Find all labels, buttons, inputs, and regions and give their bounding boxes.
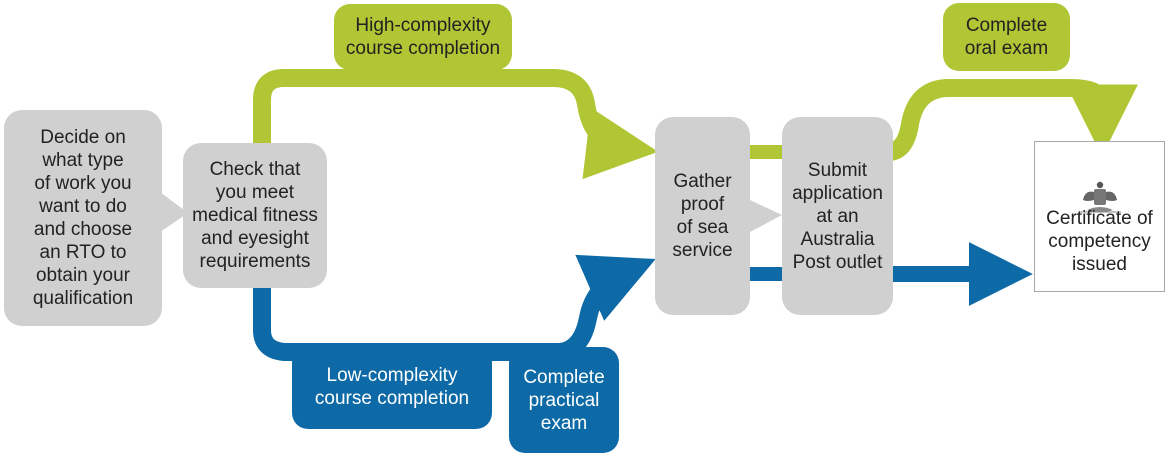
certificate-label: Certificate of competency issued: [1046, 208, 1153, 275]
practical-exam-step: Complete practical exam: [509, 347, 619, 453]
certificate-step: Certificate of competency issued: [1034, 141, 1165, 292]
high-complexity-step: High-complexity course completion: [334, 4, 512, 70]
decide-step: Decide on what type of work you want to …: [4, 110, 162, 326]
submit-application-step: Submit application at an Australia Post …: [782, 117, 893, 315]
low-complexity-path: [253, 254, 656, 361]
high-complexity-path: [253, 69, 659, 180]
decide-pointer: [160, 192, 188, 232]
gather-pointer: [750, 200, 782, 232]
check-medical-step: Check that you meet medical fitness and …: [183, 143, 327, 288]
oral-exam-path: [888, 79, 1138, 161]
coat-of-arms-icon: [1075, 157, 1125, 213]
low-complexity-step: Low-complexity course completion: [292, 345, 492, 429]
gather-proof-step: Gather proof of sea service: [655, 117, 750, 315]
oral-exam-step: Complete oral exam: [943, 3, 1070, 71]
